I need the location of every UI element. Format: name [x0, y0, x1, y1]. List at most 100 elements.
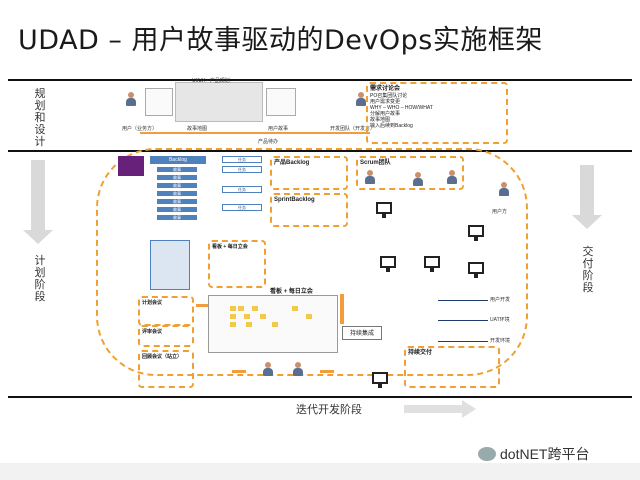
- middle-separator-line: [8, 150, 632, 152]
- requirements-point: PO召集团队讨论: [370, 93, 408, 99]
- role-label-userstory: 用户故事: [268, 126, 289, 132]
- sticky-note: [252, 306, 258, 311]
- backlog-title: Backlog: [150, 156, 206, 164]
- person-icon: [498, 182, 510, 196]
- backlog-item: 故事: [156, 166, 198, 173]
- product-backlog-title: 产品Backlog: [274, 160, 310, 166]
- person-icon: [364, 170, 376, 184]
- kanban-title: 看板 + 每日立会: [270, 289, 313, 295]
- gray-arrow-left: [23, 160, 53, 244]
- backlog-item: 故事: [156, 206, 198, 213]
- delivery-line-2: [438, 320, 488, 321]
- gray-arrow-bottom: [404, 405, 464, 413]
- sticky-note: [260, 314, 266, 319]
- big-dashed-loop: [96, 148, 528, 376]
- user-story-diagram: [266, 88, 296, 116]
- backlog-item: 故事: [156, 214, 198, 221]
- sticky-note: [272, 322, 278, 327]
- planning-meeting-title: 计划会议: [142, 300, 163, 306]
- orange-flow-arrow: [196, 304, 208, 307]
- delivery-line-3: [438, 341, 488, 342]
- requirements-point: WHY – WHO – HOW/WHAT: [370, 105, 433, 111]
- continuous-delivery-title: 持续交付: [408, 350, 433, 356]
- monitor-icon: [468, 262, 484, 278]
- watermark-text: dotNET跨平台: [500, 446, 590, 462]
- scrum-team-box: Scrum团队: [356, 156, 464, 190]
- phase-label-iteration-planning: 计划阶段: [34, 254, 46, 303]
- phase-label-planning-design: 规划和设计: [34, 87, 46, 148]
- story-map-diagram: [145, 88, 173, 116]
- role-label-devteam: 开发团队（开发方）: [330, 126, 376, 132]
- backlog-item: 故事: [156, 182, 198, 189]
- slide-title: UDAD – 用户故事驱动的DevOps实施框架: [18, 25, 543, 56]
- sticky-note: [306, 314, 312, 319]
- backlog-item: 故事: [156, 190, 198, 197]
- monitor-icon: [376, 202, 392, 218]
- env-label-user-dev: 用户开发: [490, 297, 511, 303]
- requirements-point: 输入后续到Backlog: [370, 123, 413, 129]
- role-label-storymap: 故事地图: [187, 126, 208, 132]
- person-icon: [412, 172, 424, 186]
- requirements-point: 用户需求变更: [370, 99, 401, 105]
- orange-flow-line-top: [140, 132, 370, 134]
- person-icon: [446, 170, 458, 184]
- bottom-separator-line: [8, 396, 632, 398]
- backlog-item: 故事: [156, 174, 198, 181]
- person-icon: [355, 92, 367, 106]
- sticky-note: [238, 306, 244, 311]
- task-item: 任务: [222, 186, 262, 193]
- backlog-item: 故事: [156, 198, 198, 205]
- watermark: dotNET跨平台: [478, 443, 628, 465]
- continuous-delivery-box: 持续交付: [404, 346, 500, 388]
- phase-label-iterative-dev: 迭代开发阶段: [296, 403, 362, 416]
- monitor-icon: [468, 225, 484, 241]
- orange-flow-arrow: [232, 370, 246, 373]
- person-icon: [292, 362, 304, 376]
- product-backlog-box: 产品Backlog: [270, 156, 348, 190]
- orange-flow-arrow: [340, 294, 344, 324]
- requirements-title: 需求讨论会: [370, 86, 401, 92]
- person-icon: [125, 92, 137, 106]
- gray-arrow-right: [572, 165, 602, 229]
- person-icon: [262, 362, 274, 376]
- sticky-note: [230, 322, 236, 327]
- retro-box: 回顾会议（站立）: [138, 350, 194, 388]
- task-item: 任务: [222, 204, 262, 211]
- continuous-integration-box: 持续集成: [342, 326, 382, 340]
- planning-meeting-box: 计划会议: [138, 296, 194, 326]
- retro-title: 回顾会议（站立）: [142, 354, 183, 360]
- continuous-integration-label: 持续集成: [349, 331, 374, 337]
- daily-standup-box: 看板 + 每日立会: [208, 240, 266, 288]
- review-meeting-box: 评审会议: [138, 325, 194, 347]
- env-label-dev: 开发环境: [490, 338, 511, 344]
- backlog-column: Backlog: [150, 156, 206, 236]
- sprint-backlog-title: SprintBacklog: [274, 197, 315, 203]
- scrum-team-title: Scrum团队: [360, 160, 391, 166]
- sticky-note: [244, 314, 250, 319]
- wechat-icon: [478, 447, 496, 461]
- product-planning-label: UI/UX · 产品规划: [192, 78, 230, 84]
- sticky-note: [230, 306, 236, 311]
- requirements-point: 分解用户故事: [370, 111, 401, 117]
- delivery-line-1: [438, 300, 488, 301]
- requirements-box: 需求讨论会 PO召集团队讨论 用户需求变更 WHY – WHO – HOW/WH…: [366, 82, 508, 144]
- phase-label-delivery: 交付阶段: [582, 245, 594, 294]
- role-label-user: 用户（业务方）: [122, 126, 158, 132]
- orange-flow-arrow: [320, 370, 334, 373]
- task-item: 任务: [222, 166, 262, 173]
- task-item: 任务: [222, 156, 262, 163]
- sprint-backlog-box: SprintBacklog: [270, 193, 348, 227]
- requirements-point: 故事地图: [370, 117, 391, 123]
- env-label-uat: UAT环境: [490, 317, 510, 323]
- monitor-icon: [424, 256, 440, 272]
- sticky-note: [246, 322, 252, 327]
- footer-strip: [0, 463, 640, 480]
- monitor-icon: [380, 256, 396, 272]
- gray-arrow-bottom-head: [462, 400, 476, 418]
- review-meeting-title: 评审会议: [142, 329, 163, 335]
- sprint-column: [150, 240, 190, 290]
- sticky-note: [292, 306, 298, 311]
- backlog-link-label: 产品待办: [258, 139, 279, 145]
- user-side-label: 用户方: [492, 209, 508, 215]
- visual-studio-tile: [118, 156, 144, 176]
